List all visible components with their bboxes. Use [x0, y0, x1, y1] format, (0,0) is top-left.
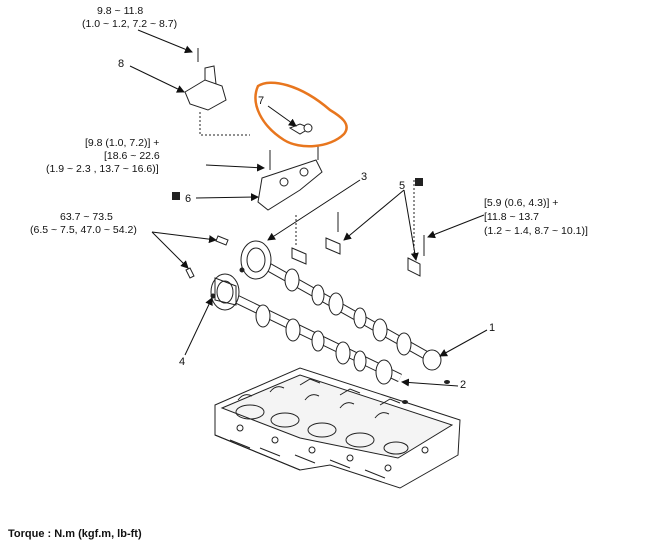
front-bearing-cap: [257, 146, 323, 211]
callout-4: 4: [179, 356, 186, 368]
leader-lines: [129, 29, 488, 387]
callout-3: 3: [361, 171, 368, 183]
part-7-seal: [288, 123, 313, 135]
intake-camshaft: [210, 273, 402, 385]
callout-5: 5: [399, 180, 406, 192]
bearing-caps: [291, 180, 425, 277]
exhaust-sprocket: [240, 240, 272, 280]
torque-6-line1: [9.8 (1.0, 7.2)] +: [85, 137, 160, 149]
torque-5-line1: [5.9 (0.6, 4.3)] +: [484, 197, 559, 209]
torque-8-value: 9.8 ~ 11.8: [97, 5, 144, 17]
callout-2: 2: [460, 379, 467, 391]
highlight-outline: [254, 81, 348, 148]
sensor-icons: [172, 178, 450, 404]
callout-1: 1: [489, 322, 496, 334]
torque-6-line3: (1.9 ~ 2.3 , 13.7 ~ 16.6)]: [46, 163, 159, 175]
torque-5-line3: (1.2 ~ 1.4, 8.7 ~ 10.1)]: [484, 225, 588, 237]
exhaust-camshaft: [239, 240, 442, 371]
cylinder-head: [214, 367, 461, 489]
callout-7: 7: [258, 95, 265, 107]
sprocket-bolts: [185, 235, 229, 279]
intake-sprocket: [210, 273, 240, 311]
torque-6-line2: [18.6 ~ 22.6: [104, 150, 160, 162]
torque-units-footer: Torque : N.m (kgf.m, lb-ft): [8, 528, 142, 540]
torque-8-units: (1.0 ~ 1.2, 7.2 ~ 8.7): [82, 18, 178, 30]
torque-4-line1: 63.7 ~ 73.5: [60, 211, 113, 223]
torque-5-line2: [11.8 ~ 13.7: [484, 211, 539, 223]
part-8-housing: [184, 48, 250, 136]
torque-4-line2: (6.5 ~ 7.5, 47.0 ~ 54.2): [30, 224, 137, 236]
callout-8: 8: [118, 58, 125, 70]
callout-6: 6: [185, 193, 192, 205]
